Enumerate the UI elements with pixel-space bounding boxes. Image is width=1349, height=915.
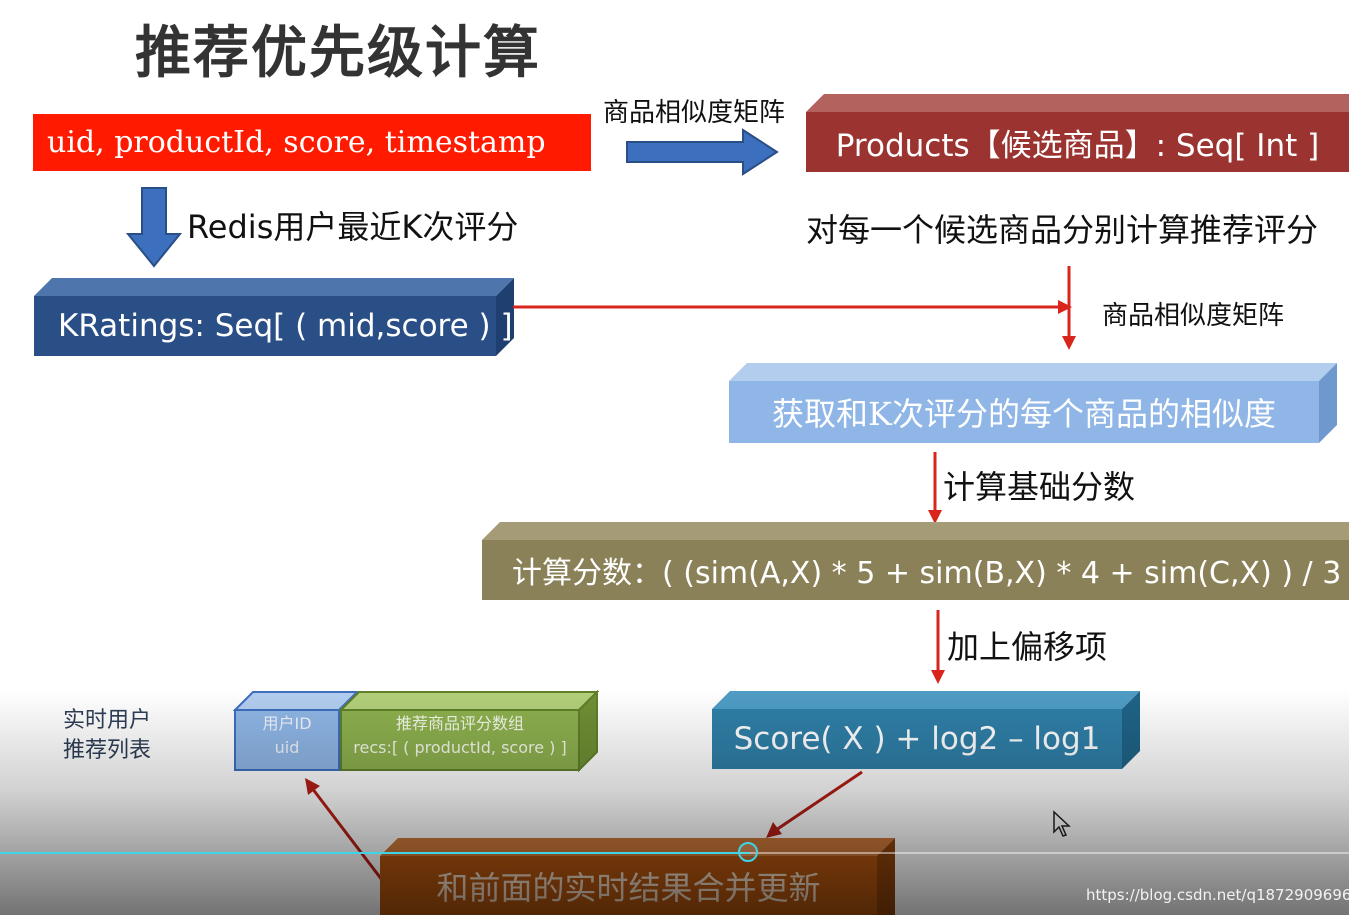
recs-line2: recs:[ ( productId, score ) ] xyxy=(353,738,567,757)
watermark: https://blog.csdn.net/q18729096963 xyxy=(1086,886,1349,904)
compute-base-label: 计算基础分数 xyxy=(943,468,1136,506)
get-sim-box: 获取和K次评分的每个商品的相似度 xyxy=(772,395,1276,433)
video-progress-remaining[interactable] xyxy=(750,852,1349,854)
realtime-list-label-line2: 推荐列表 xyxy=(63,738,152,763)
redis-label: Redis用户最近K次评分 xyxy=(187,208,519,246)
user-id-line2: uid xyxy=(274,738,300,757)
score-formula-box-shape xyxy=(482,522,1349,600)
compute-each-label: 对每一个候选商品分别计算推荐评分 xyxy=(806,211,1319,249)
score-formula-box: 计算分数：( (sim(A,X) * 5 + sim(B,X) * 4 + si… xyxy=(512,556,1342,591)
user-id-line1: 用户ID xyxy=(262,714,312,733)
products-box-shape xyxy=(806,94,1349,172)
add-offset-label: 加上偏移项 xyxy=(947,628,1108,666)
page-title: 推荐优先级计算 xyxy=(135,21,541,86)
kratings-box-shape xyxy=(34,278,514,356)
recs-box: 推荐商品评分数组 recs:[ ( productId, score ) ] xyxy=(341,712,579,770)
get-sim-box-shape xyxy=(729,363,1337,443)
input-fields-box: uid, productId, score, timestamp xyxy=(33,114,591,171)
sim-matrix-label-right: 商品相似度矩阵 xyxy=(1102,301,1285,331)
user-id-box: 用户ID uid xyxy=(235,712,339,770)
kratings-box: KRatings: Seq[ ( mid,score ) ] xyxy=(58,308,513,344)
recs-line1: 推荐商品评分数组 xyxy=(395,714,524,733)
mouse-cursor-icon xyxy=(1053,810,1071,837)
realtime-list-label: 实时用户 推荐列表 xyxy=(63,706,151,766)
score-final-box: Score( X ) + log2 – log1 xyxy=(733,721,1101,757)
video-progress-played[interactable] xyxy=(0,852,750,854)
video-progress-handle[interactable] xyxy=(738,842,758,862)
down-arrow-icon xyxy=(126,187,182,268)
realtime-list-label-line1: 实时用户 xyxy=(63,708,152,733)
sim-matrix-label-top: 商品相似度矩阵 xyxy=(603,98,786,128)
right-arrow-icon xyxy=(626,128,779,176)
merge-box: 和前面的实时结果合并更新 xyxy=(436,868,821,907)
products-box: Products【候选商品】: Seq[ Int ] xyxy=(835,127,1320,164)
